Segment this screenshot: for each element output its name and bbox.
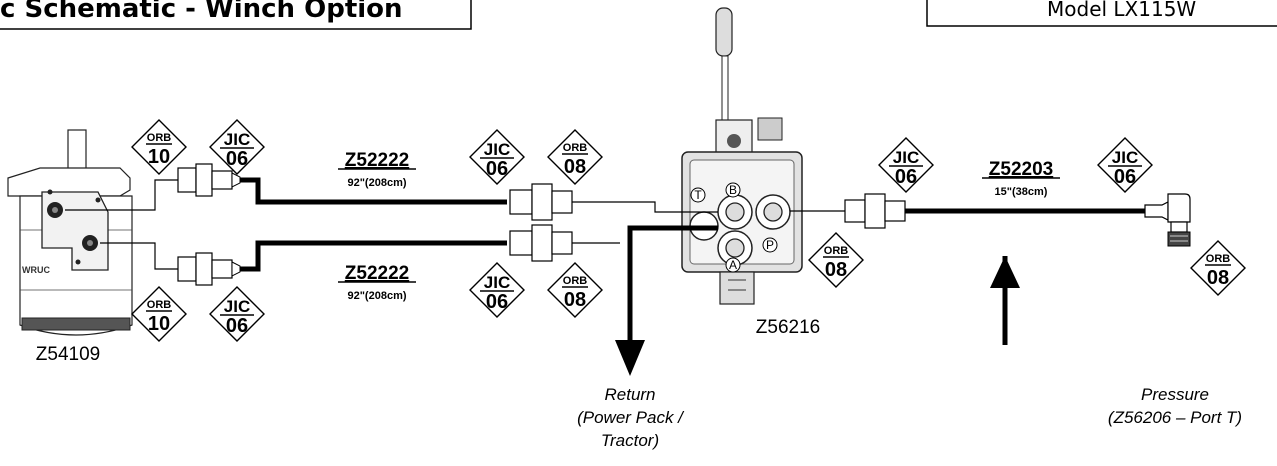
heavy-hose-lines	[238, 177, 1145, 345]
svg-text:Return: Return	[604, 385, 655, 404]
pressure-arrow-icon	[990, 256, 1020, 288]
fitting-diamond: JIC 06	[209, 119, 265, 175]
svg-text:08: 08	[825, 259, 847, 281]
fitting-diamond: JIC 06	[469, 129, 525, 185]
svg-text:92"(208cm): 92"(208cm)	[347, 290, 406, 302]
svg-text:T: T	[694, 188, 702, 202]
fitting-diamond: ORB 08	[547, 129, 603, 185]
fitting-diamond: JIC 06	[209, 286, 265, 342]
svg-text:08: 08	[564, 156, 586, 178]
svg-text:JIC: JIC	[224, 297, 250, 316]
return-arrow-icon	[615, 340, 645, 376]
svg-text:Z52203: Z52203	[989, 159, 1053, 180]
hydraulic-motor-drawing: WRUC	[7, 129, 133, 336]
svg-text:JIC: JIC	[484, 140, 510, 159]
motor-logo: WRUC	[22, 265, 50, 275]
svg-text:P: P	[766, 238, 774, 252]
svg-text:15"(38cm): 15"(38cm)	[995, 186, 1048, 198]
svg-text:06: 06	[895, 166, 917, 188]
svg-text:Z52222: Z52222	[345, 150, 409, 171]
svg-text:08: 08	[564, 289, 586, 311]
model-box: Model LX115W	[926, 0, 1277, 27]
svg-text:Tractor): Tractor)	[601, 431, 659, 450]
model-label: Model LX115W	[1047, 0, 1196, 21]
port-t: T	[690, 187, 706, 203]
svg-text:06: 06	[1114, 166, 1136, 188]
title-box: c Schematic - Winch Option	[0, 0, 472, 30]
svg-text:06: 06	[226, 315, 248, 337]
fitting-valve-pressure	[844, 193, 906, 229]
svg-text:92"(208cm): 92"(208cm)	[347, 177, 406, 189]
port-a: A	[725, 257, 741, 273]
fitting-motor-upper	[177, 163, 241, 197]
svg-text:(Power Pack /: (Power Pack /	[577, 408, 685, 427]
fitting-diamond: ORB 10	[131, 119, 187, 175]
fitting-diamond: JIC 06	[1097, 137, 1153, 193]
svg-text:JIC: JIC	[1112, 148, 1138, 167]
svg-text:ORB: ORB	[563, 142, 588, 154]
elbow-fitting-pressure	[1144, 193, 1191, 247]
port-b: B	[725, 182, 741, 198]
schematic-title: c Schematic - Winch Option	[0, 0, 403, 24]
fitting-valve-upper	[509, 183, 573, 221]
svg-text:Z52222: Z52222	[345, 263, 409, 284]
svg-text:ORB: ORB	[147, 299, 172, 311]
fitting-valve-lower	[509, 224, 573, 262]
fitting-diamond: ORB 10	[131, 286, 187, 342]
motor-part-label: Z54109	[36, 344, 100, 365]
svg-text:08: 08	[1207, 267, 1229, 289]
return-note: Return (Power Pack / Tractor)	[577, 385, 685, 450]
thin-connection-lines	[65, 179, 845, 270]
svg-text:B: B	[729, 183, 737, 197]
svg-text:06: 06	[486, 158, 508, 180]
svg-text:ORB: ORB	[1206, 253, 1231, 265]
hose-label-lower: Z52222 92"(208cm)	[338, 263, 416, 302]
svg-text:JIC: JIC	[484, 273, 510, 292]
svg-text:ORB: ORB	[563, 275, 588, 287]
fitting-diamond: ORB 08	[1190, 240, 1246, 296]
control-valve-drawing	[681, 7, 803, 305]
svg-text:10: 10	[148, 313, 170, 335]
svg-text:A: A	[729, 258, 737, 272]
svg-text:(Z56206 – Port T): (Z56206 – Port T)	[1108, 408, 1242, 427]
hose-label-pressure: Z52203 15"(38cm)	[982, 159, 1060, 198]
svg-text:06: 06	[486, 291, 508, 313]
fitting-diamond: ORB 08	[547, 262, 603, 318]
svg-text:Pressure: Pressure	[1141, 385, 1209, 404]
fitting-diamond: JIC 06	[469, 262, 525, 318]
fitting-diamond: JIC 06	[878, 137, 934, 193]
svg-text:JIC: JIC	[224, 130, 250, 149]
svg-text:06: 06	[226, 148, 248, 170]
svg-text:10: 10	[148, 146, 170, 168]
fitting-motor-lower	[177, 252, 241, 286]
pressure-note: Pressure (Z56206 – Port T)	[1108, 385, 1242, 427]
svg-text:JIC: JIC	[893, 148, 919, 167]
port-p: P	[762, 237, 778, 253]
fitting-diamond: ORB 08	[808, 232, 864, 288]
svg-text:ORB: ORB	[147, 132, 172, 144]
svg-text:ORB: ORB	[824, 245, 849, 257]
valve-part-label: Z56216	[756, 317, 820, 338]
hose-label-upper: Z52222 92"(208cm)	[338, 150, 416, 189]
